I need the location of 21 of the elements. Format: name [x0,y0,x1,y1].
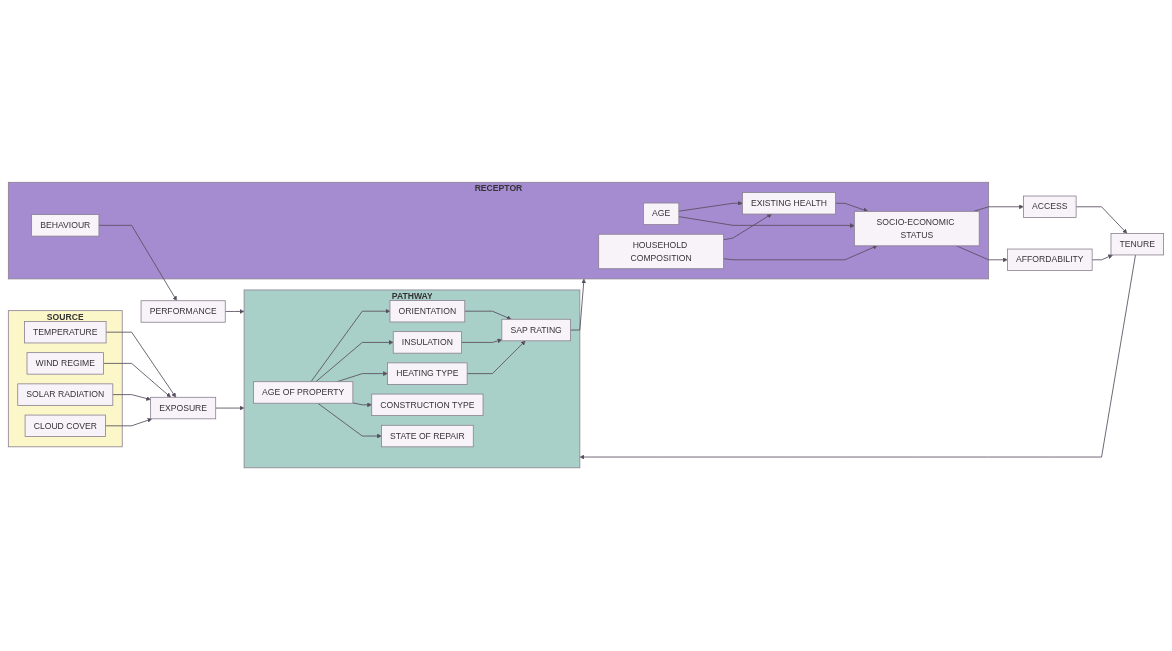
node-box: AGE [643,203,680,226]
node-box: TENURE [1110,233,1165,256]
node-box: EXPOSURE [150,397,217,420]
node-box: CLOUD COVER [24,415,106,438]
node-box: ACCESS [1023,196,1077,219]
node-box: SOLAR RADIATION [17,383,114,407]
node-box: SAP RATING [501,319,571,342]
node-box: TEMPERATURE [24,321,107,344]
node-box: AGE OF PROPERTY [253,381,354,405]
node-box: INSULATION [392,331,462,354]
node-box: SOCIO-ECONOMIC STATUS [853,211,980,247]
node-box: CONSTRUCTION TYPE [371,394,484,417]
node-box: ORIENTATION [389,300,466,323]
node-box: EXISTING HEALTH [742,192,836,215]
node-box: STATE OF REPAIR [381,425,474,448]
node-box: HOUSEHOLD COMPOSITION [598,234,724,270]
node-box: PERFORMANCE [140,300,226,324]
node-box: AFFORDABILITY [1007,249,1093,272]
node-box: HEATING TYPE [387,362,468,386]
node-box: WIND REGIME [26,352,104,375]
node-box: BEHAVIOUR [31,214,100,237]
